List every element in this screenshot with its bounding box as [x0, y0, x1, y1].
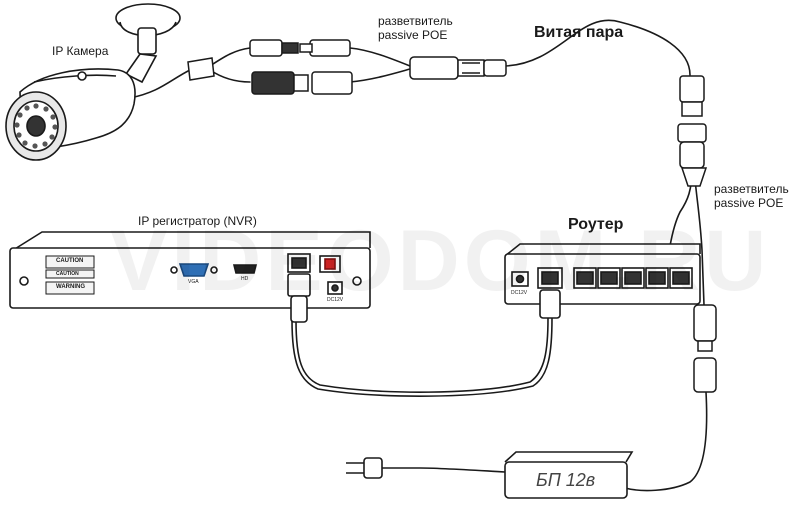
power-supply-cable: [624, 391, 708, 492]
twisted-pair-cable: [504, 19, 691, 76]
nvr-vga-label: VGA: [188, 279, 199, 285]
router-dc-label: DC12V: [511, 290, 528, 296]
ip-camera-label: IP Камера: [52, 44, 109, 58]
nvr-caution-2: CAUTION: [56, 271, 79, 277]
router-label: Роутер: [568, 216, 624, 233]
twisted-pair-label: Витая пара: [534, 24, 624, 41]
router: [504, 243, 701, 319]
passive-poe-splitter-right: [663, 75, 717, 393]
splitter-top-label: разветвитель passive POE: [378, 14, 453, 42]
nvr-hdmi-label: HD: [241, 276, 249, 282]
ip-camera: [5, 3, 181, 161]
watermark: VIDEODOM.RU: [110, 213, 771, 309]
passive-poe-splitter-top: [187, 39, 507, 95]
camera-power-branch: [209, 47, 251, 67]
nvr-router-cable: [295, 317, 549, 393]
power-supply-label: БП 12в: [536, 470, 596, 490]
splitter-right-label: разветвитель passive POE: [714, 182, 789, 210]
nvr-recorder: [9, 231, 371, 323]
camera-cable: [129, 69, 191, 99]
cables: [129, 19, 708, 492]
nvr-label: IP регистратор (NVR): [138, 214, 257, 228]
camera-ethernet-branch: [209, 69, 251, 83]
power-supply: [346, 451, 634, 499]
nvr-warning: WARNING: [56, 284, 85, 290]
nvr-dc-label: DC12V: [327, 297, 344, 303]
nvr-caution-1: CAUTION: [56, 258, 84, 264]
